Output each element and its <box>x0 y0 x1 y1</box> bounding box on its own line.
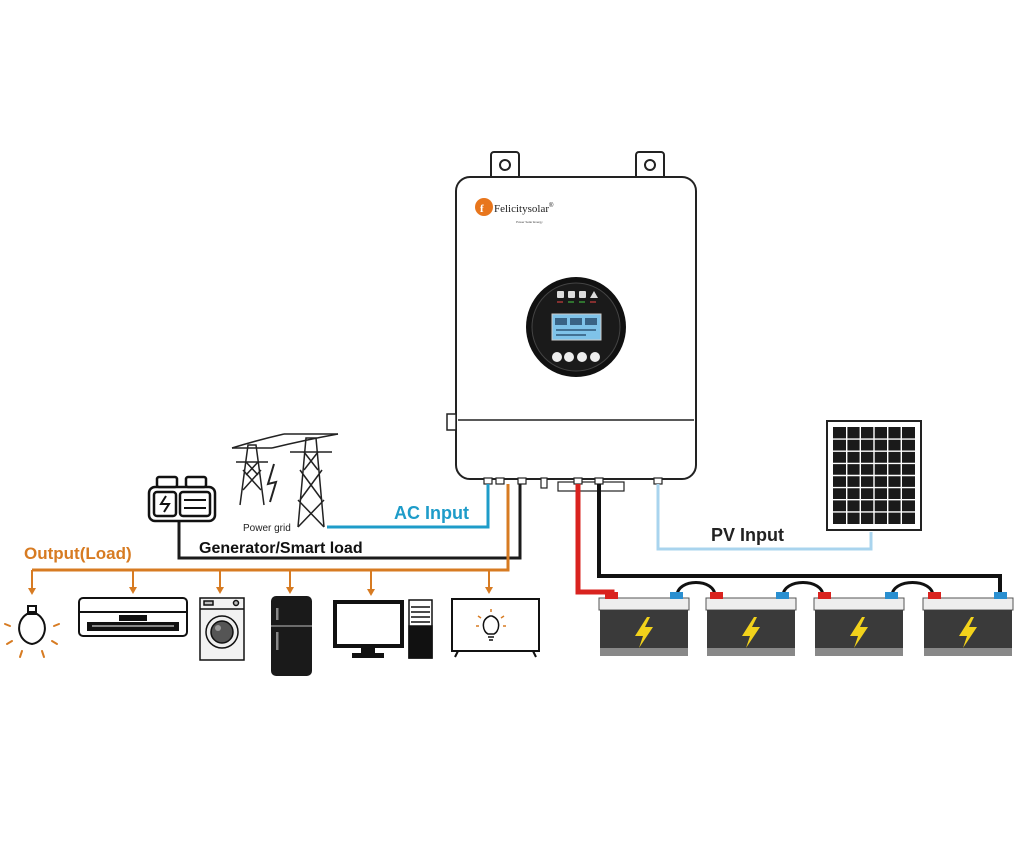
status-led <box>568 291 575 298</box>
brand-logo: f Felicitysolar ® Power Solar Energy <box>475 198 554 224</box>
panel-button-down[interactable] <box>577 352 587 362</box>
power-grid-label: Power grid <box>243 523 291 534</box>
refrigerator-icon <box>271 596 312 676</box>
washing-machine-icon <box>199 597 245 661</box>
monitor-icon <box>333 600 404 658</box>
air-conditioner-icon <box>78 597 188 637</box>
generator-icon <box>147 475 217 523</box>
battery-jumper <box>675 581 717 597</box>
brand-name: Felicitysolar <box>494 203 549 215</box>
solar-panel-icon <box>826 420 922 531</box>
battery-icon <box>598 592 690 656</box>
battery-jumper <box>781 581 825 597</box>
battery-icon <box>922 592 1014 656</box>
generator-label: Generator/Smart load <box>199 540 363 557</box>
output-label: Output(Load) <box>24 544 132 563</box>
ac-input-wire <box>327 484 490 529</box>
bulb-icon <box>4 605 60 658</box>
brand-mark: ® <box>549 202 554 209</box>
battery-icon <box>813 592 905 656</box>
pv-input-label: PV Input <box>711 525 784 545</box>
tv-icon <box>451 598 540 658</box>
control-panel <box>526 277 626 377</box>
svg-text:f: f <box>480 203 484 215</box>
panel-button-up[interactable] <box>564 352 574 362</box>
status-led <box>579 291 586 298</box>
inverter-terminals <box>483 477 663 492</box>
output-wire <box>32 484 510 572</box>
battery-icon <box>705 592 797 656</box>
inverter-unit: f Felicitysolar ® Power Solar Energy <box>446 151 697 492</box>
pv-input-wire <box>656 484 873 551</box>
power-grid-tower-icon <box>231 433 339 528</box>
panel-button-esc[interactable] <box>552 352 562 362</box>
wires <box>32 484 1002 597</box>
warning-led <box>590 291 598 298</box>
brand-logo-icon <box>475 198 493 216</box>
brand-tagline: Power Solar Energy <box>516 220 543 224</box>
generator-wire <box>177 484 522 560</box>
panel-button-enter[interactable] <box>590 352 600 362</box>
battery-jumper <box>890 581 935 597</box>
pc-tower-icon <box>408 599 433 659</box>
battery-negative-wire <box>597 484 1002 596</box>
battery-positive-wire <box>575 484 615 596</box>
battery-bank <box>598 592 1014 656</box>
load-drops <box>28 570 493 596</box>
ac-input-label: AC Input <box>394 503 469 523</box>
tv-bulb-symbol <box>476 609 506 641</box>
lcd-screen <box>551 313 602 341</box>
status-led <box>557 291 564 298</box>
